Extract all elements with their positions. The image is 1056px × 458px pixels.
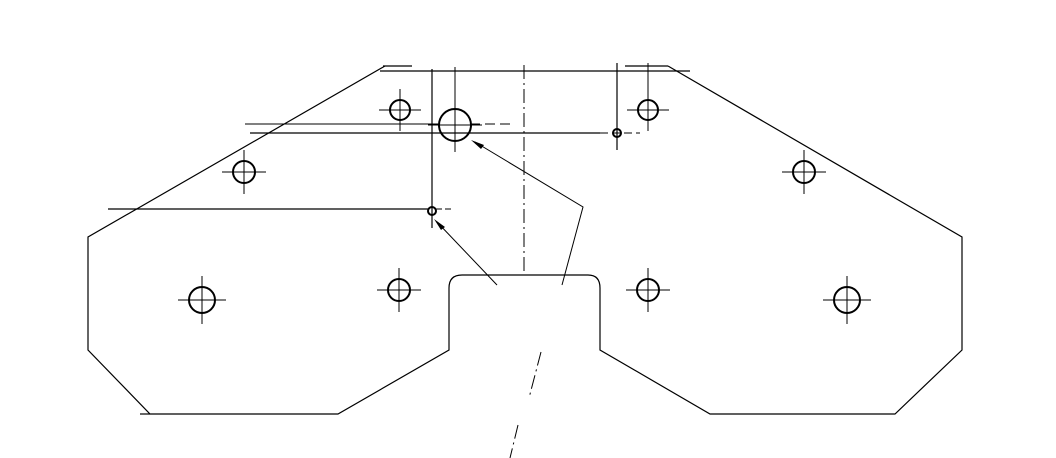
hole-medium: [782, 150, 826, 194]
hole-medium: [627, 89, 669, 131]
hole-medium: [379, 89, 421, 131]
arrowhead-icon: [434, 219, 445, 230]
dimension-lines: [108, 63, 649, 228]
center-line: [509, 65, 542, 458]
part-outline: [87, 65, 963, 415]
leader-arrows: [434, 140, 584, 286]
hole-circle: [427, 206, 437, 216]
hole-medium: [178, 276, 226, 324]
hole-medium: [626, 268, 670, 312]
hole-circle: [612, 128, 622, 138]
arrowhead-icon: [471, 140, 484, 149]
hole-medium: [823, 276, 871, 324]
hole-large: [428, 98, 482, 152]
hole-medium: [222, 150, 266, 194]
hole-medium: [377, 268, 421, 312]
hole-small: [612, 128, 622, 138]
hole-small: [427, 206, 437, 216]
holes: [178, 89, 871, 324]
